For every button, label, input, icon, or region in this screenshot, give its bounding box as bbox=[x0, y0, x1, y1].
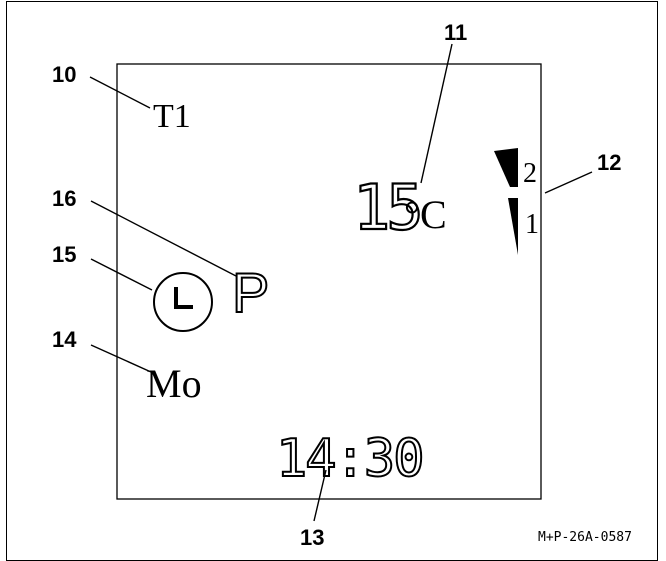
callout-11: 11 bbox=[444, 20, 467, 45]
weekday-label: Mo bbox=[146, 361, 202, 406]
level-wedge-icon bbox=[494, 148, 518, 255]
level-upper-label: 2 bbox=[523, 158, 537, 189]
time-readout: 14:30 bbox=[276, 429, 423, 489]
clock-icon bbox=[153, 272, 213, 332]
callout-12: 12 bbox=[597, 150, 621, 175]
callout-10: 10 bbox=[52, 62, 76, 87]
diagram-canvas: T1 15 °C 2 1 P Mo 14:30 10 11 12 13 14 1… bbox=[52, 20, 632, 549]
level-lower-label: 1 bbox=[525, 209, 539, 240]
program-label: T1 bbox=[153, 98, 191, 135]
callout-13: 13 bbox=[300, 525, 324, 549]
temperature-value: 15 bbox=[353, 171, 420, 244]
callout-leaders bbox=[89, 43, 593, 522]
callout-16: 16 bbox=[52, 186, 76, 211]
figure-code: M+P-26A-0587 bbox=[538, 530, 632, 545]
lcd-display-outline bbox=[116, 63, 542, 500]
temperature-unit: °C bbox=[404, 192, 447, 237]
callout-14: 14 bbox=[52, 327, 77, 352]
callout-15: 15 bbox=[52, 242, 76, 267]
program-mode-letter: P bbox=[232, 261, 269, 324]
